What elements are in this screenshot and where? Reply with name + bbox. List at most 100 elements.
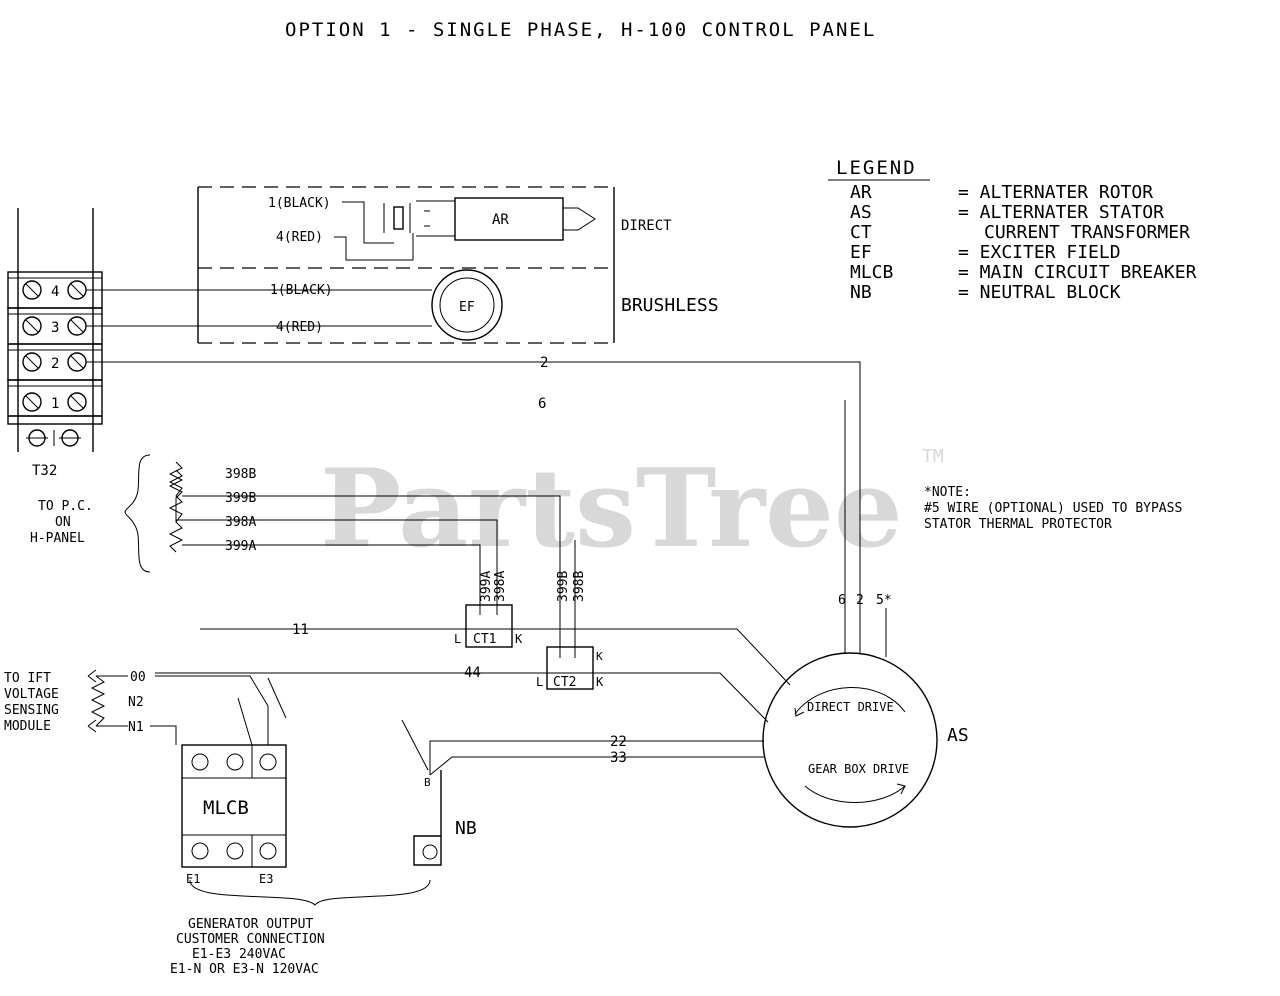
wire-00-label: 00 xyxy=(130,670,146,685)
panel-label-2: ON xyxy=(55,515,71,530)
legend-desc-as: = ALTERNATER STATOR xyxy=(958,202,1164,223)
voltage-sensing: TO IFT VOLTAGE SENSING MODULE 00 N2 N1 xyxy=(4,669,287,746)
output-line-4: E1-N OR E3-N 120VAC xyxy=(170,962,319,977)
rotor-shaft xyxy=(563,207,596,231)
watermark-mark: TM xyxy=(922,446,944,467)
legend-code-nb: NB xyxy=(850,282,872,303)
legend-code-ar: AR xyxy=(850,182,872,203)
legend-code-as: AS xyxy=(850,202,872,223)
wire-n1-label: N1 xyxy=(128,720,144,735)
sense-label-4: MODULE xyxy=(4,719,51,734)
wire-1-black-direct: 1(BLACK) xyxy=(268,196,331,211)
stator-lead-5: 5* xyxy=(876,593,892,608)
tb-label-4: 4 xyxy=(51,284,59,300)
ef-label: EF xyxy=(459,300,475,315)
generator-output-note: GENERATOR OUTPUT CUSTOMER CONNECTION E1-… xyxy=(170,917,325,977)
ct1-l: L xyxy=(454,632,461,646)
watermark-text: PartsTree xyxy=(320,446,903,572)
ct1-label: CT1 xyxy=(473,632,496,647)
direct-label: DIRECT xyxy=(621,218,672,234)
terminal-block-label: T32 xyxy=(32,463,57,479)
exciter-wires: 2 6 xyxy=(86,289,861,620)
ct2-box xyxy=(546,646,594,690)
legend-desc-ar: = ALTERNATER ROTOR xyxy=(958,182,1153,203)
nb-pin-label: B xyxy=(424,776,431,789)
current-transformers: CT1 L K CT2 L K K 11 44 xyxy=(155,604,791,723)
rotor-exciter-enclosure: DIRECT BRUSHLESS AR 1(BLACK) 4(RED) EF 1… xyxy=(197,186,719,344)
ct-resistor-b xyxy=(168,469,183,523)
wire-399a-label: 399A xyxy=(225,539,256,554)
thermal-note: *NOTE: #5 WIRE (OPTIONAL) USED TO BYPASS… xyxy=(924,485,1182,532)
main-circuit-breaker: MLCB E1 E3 xyxy=(181,744,431,906)
legend-desc-nb: = NEUTRAL BLOCK xyxy=(958,282,1121,303)
watermark: PartsTree TM xyxy=(320,446,944,572)
terminal-block-t32: 4 3 2 1 T32 xyxy=(7,208,103,479)
panel-label-1: TO P.C. xyxy=(38,499,93,514)
ct1-k: K xyxy=(515,632,523,646)
wire-11-label: 11 xyxy=(292,622,309,638)
stator-lead-2: 2 xyxy=(856,593,864,608)
ct2-label: CT2 xyxy=(553,675,576,690)
wire-4-red-brushless: 4(RED) xyxy=(276,320,323,335)
direct-drive-label: DIRECT DRIVE xyxy=(807,700,894,714)
legend: LEGEND AR AS CT EF MLCB NB = ALTERNATER … xyxy=(828,157,1197,303)
legend-desc-mlcb: = MAIN CIRCUIT BREAKER xyxy=(958,262,1197,283)
h-panel-brace xyxy=(124,454,151,573)
wire-399b-label: 399B xyxy=(225,491,256,506)
stator-circle xyxy=(762,652,938,828)
brushless-label: BRUSHLESS xyxy=(621,295,719,316)
slip-ring xyxy=(393,206,404,230)
ct1-lead-398a: 398A xyxy=(493,571,508,602)
tb-label-3: 3 xyxy=(51,320,59,336)
neutral-block: B NB xyxy=(401,719,477,866)
output-line-2: CUSTOMER CONNECTION xyxy=(176,932,325,947)
note-line-3: STATOR THERMAL PROTECTOR xyxy=(924,517,1112,532)
stator-lead-6: 6 xyxy=(838,593,846,608)
wire-4-red-direct: 4(RED) xyxy=(276,230,323,245)
nb-label: NB xyxy=(455,818,477,839)
legend-code-ct: CT xyxy=(850,222,872,243)
ct2-lead-398b: 398B xyxy=(572,571,587,602)
wire-398a-label: 398A xyxy=(225,515,256,530)
legend-desc-ef: = EXCITER FIELD xyxy=(958,242,1121,263)
wire-398b-label: 398B xyxy=(225,467,256,482)
gear-box-drive-label: GEAR BOX DRIVE xyxy=(808,762,909,776)
e3-label: E3 xyxy=(259,872,273,886)
wire-22-label: 22 xyxy=(610,734,627,750)
ct1-box xyxy=(465,604,513,648)
legend-heading: LEGEND xyxy=(836,157,917,179)
ct2-k: K xyxy=(596,675,604,689)
ct-resistor-a xyxy=(168,461,184,553)
legend-code-mlcb: MLCB xyxy=(850,262,893,283)
note-line-1: *NOTE: xyxy=(924,485,971,500)
mlcb-label: MLCB xyxy=(203,797,249,819)
sense-label-2: VOLTAGE xyxy=(4,687,59,702)
alternator-stator: 6 2 5* AS DIRECT DRIVE GEAR BOX DRIVE 22… xyxy=(429,593,969,828)
output-line-1: GENERATOR OUTPUT xyxy=(188,917,313,932)
ct1-lead-399a: 399A xyxy=(479,571,494,602)
ct2-l: L xyxy=(536,675,543,689)
stator-label: AS xyxy=(947,725,969,746)
tb-label-1: 1 xyxy=(51,396,59,412)
alternator-rotor xyxy=(454,197,564,241)
wire-6-label: 6 xyxy=(538,396,546,412)
ct2-k-top: K xyxy=(596,650,603,663)
wire-n2-label: N2 xyxy=(128,695,144,710)
output-brace xyxy=(189,879,431,906)
e1-label: E1 xyxy=(186,872,200,886)
legend-desc-ct: CURRENT TRANSFORMER xyxy=(984,222,1190,243)
ct2-lead-399b: 399B xyxy=(556,571,571,602)
tb-label-2: 2 xyxy=(51,356,59,372)
legend-code-ef: EF xyxy=(850,242,872,263)
h-panel-leads: 398B 399B 398A 399A TO P.C. ON H-PANEL 3… xyxy=(30,454,587,658)
wire-44-label: 44 xyxy=(464,665,481,681)
ar-label: AR xyxy=(492,212,509,228)
diagram-title: OPTION 1 - SINGLE PHASE, H-100 CONTROL P… xyxy=(285,19,876,41)
wire-2-label: 2 xyxy=(540,355,548,371)
sense-label-3: SENSING xyxy=(4,703,59,718)
sense-label-1: TO IFT xyxy=(4,671,51,686)
note-line-2: #5 WIRE (OPTIONAL) USED TO BYPASS xyxy=(924,501,1182,516)
output-line-3: E1-E3 240VAC xyxy=(192,947,286,962)
panel-label-3: H-PANEL xyxy=(30,531,85,546)
